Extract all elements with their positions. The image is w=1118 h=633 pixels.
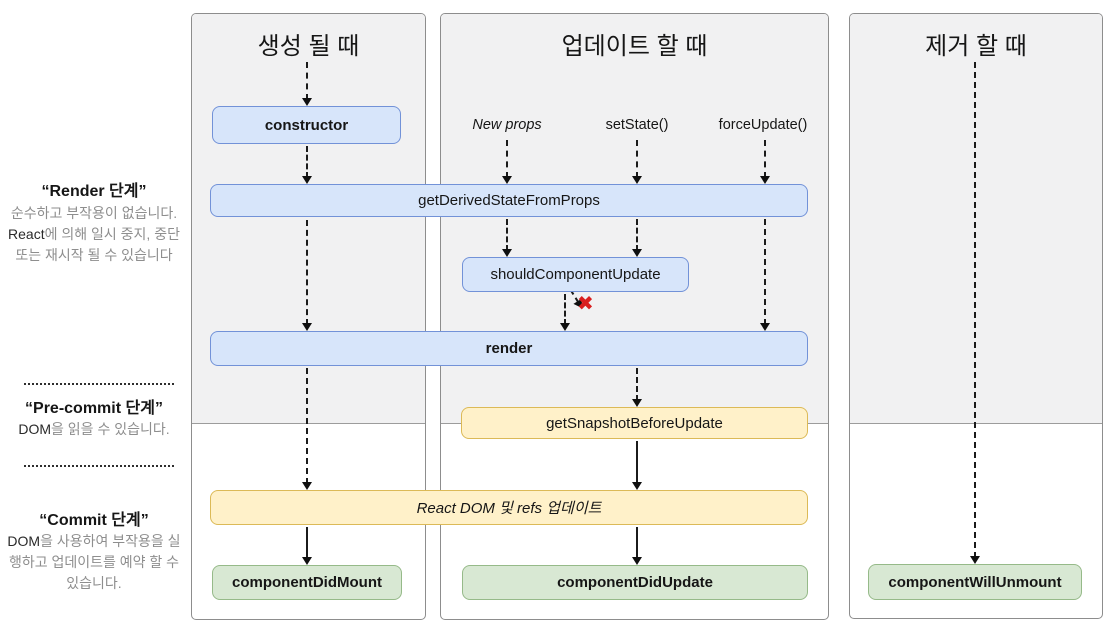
arrow-getderived-to-render-mount xyxy=(302,220,313,331)
label-new-props: New props xyxy=(472,117,542,133)
phase-title-commit: “Commit 단계” xyxy=(39,512,149,529)
arrow-constructor-to-getderived xyxy=(302,146,313,184)
arrow-shouldupdate-to-render xyxy=(560,294,571,331)
box-react-dom-refs-update: React DOM 및 refs 업데이트 xyxy=(210,490,808,525)
arrow-reactdom-to-didmount xyxy=(302,527,313,565)
panel-title-mount: 생성 될 때 xyxy=(257,33,360,60)
panel-title-unmount: 제거 할 때 xyxy=(925,33,1027,60)
label-force-update: forceUpdate() xyxy=(718,117,808,133)
phase-desc-commit-en: DOM xyxy=(7,533,41,549)
box-component-did-update: componentDidUpdate xyxy=(462,565,808,600)
arrow-newprops-to-getderived xyxy=(502,140,513,184)
arrow-reactdom-to-didupdate xyxy=(632,527,643,565)
arrow-forceupdate-to-getderived xyxy=(760,140,771,184)
panel-title-update: 업데이트 할 때 xyxy=(561,33,708,60)
phase-desc-commit-post: 을 사용하여 부작용을 실행하고 업데이트를 예약 할 수 있습니다. xyxy=(8,533,181,591)
box-get-snapshot-before-update: getSnapshotBeforeUpdate xyxy=(461,407,808,439)
dotted-divider-top xyxy=(24,383,174,385)
phase-desc-render-en: React xyxy=(8,226,45,242)
arrow-getderived-to-shouldupdate-left xyxy=(502,219,513,257)
phase-desc-precommit-en: DOM xyxy=(18,421,52,437)
phase-desc-render-post: 에 의해 일시 중지, 중단 또는 재시작 될 수 있습니다 xyxy=(15,226,180,263)
phase-title-render: “Render 단계” xyxy=(41,183,147,200)
box-component-did-mount: componentDidMount xyxy=(212,565,402,600)
arrow-render-to-reactdom-mount xyxy=(302,368,313,490)
phase-desc-precommit: DOM을 읽을 수 있습니다. xyxy=(7,419,181,440)
panel-unmount: 제거 할 때 xyxy=(849,13,1103,619)
arrow-getsnapshot-to-reactdom xyxy=(632,441,643,490)
arrow-getderived-to-shouldupdate-right xyxy=(632,219,643,257)
box-should-component-update: shouldComponentUpdate xyxy=(462,257,689,292)
box-component-will-unmount: componentWillUnmount xyxy=(868,564,1082,600)
arrow-forceupdate-to-render xyxy=(760,219,771,331)
arrow-mount-title-to-constructor xyxy=(302,62,313,106)
arrow-unmount-title-to-willunmount xyxy=(970,62,981,564)
arrow-render-to-getsnapshot xyxy=(632,368,643,407)
phase-desc-render: 순수하고 부작용이 없습니다. React에 의해 일시 중지, 중단 또는 재… xyxy=(7,203,181,266)
label-set-state: setState() xyxy=(605,117,669,133)
phase-desc-render-pre: 순수하고 부작용이 없습니다. xyxy=(10,205,178,221)
phase-desc-commit: DOM을 사용하여 부작용을 실행하고 업데이트를 예약 할 수 있습니다. xyxy=(7,531,181,594)
box-get-derived-state-from-props: getDerivedStateFromProps xyxy=(210,184,808,217)
box-constructor: constructor xyxy=(212,106,401,144)
phase-desc-precommit-post: 을 읽을 수 있습니다. xyxy=(51,421,170,437)
dotted-divider-bottom xyxy=(24,465,174,467)
box-render: render xyxy=(210,331,808,366)
cancel-icon: ✖ xyxy=(577,293,594,315)
phase-title-precommit: “Pre-commit 단계” xyxy=(25,400,163,417)
arrow-setstate-to-getderived xyxy=(632,140,643,184)
render-phase-shading-unmount xyxy=(850,14,1102,424)
